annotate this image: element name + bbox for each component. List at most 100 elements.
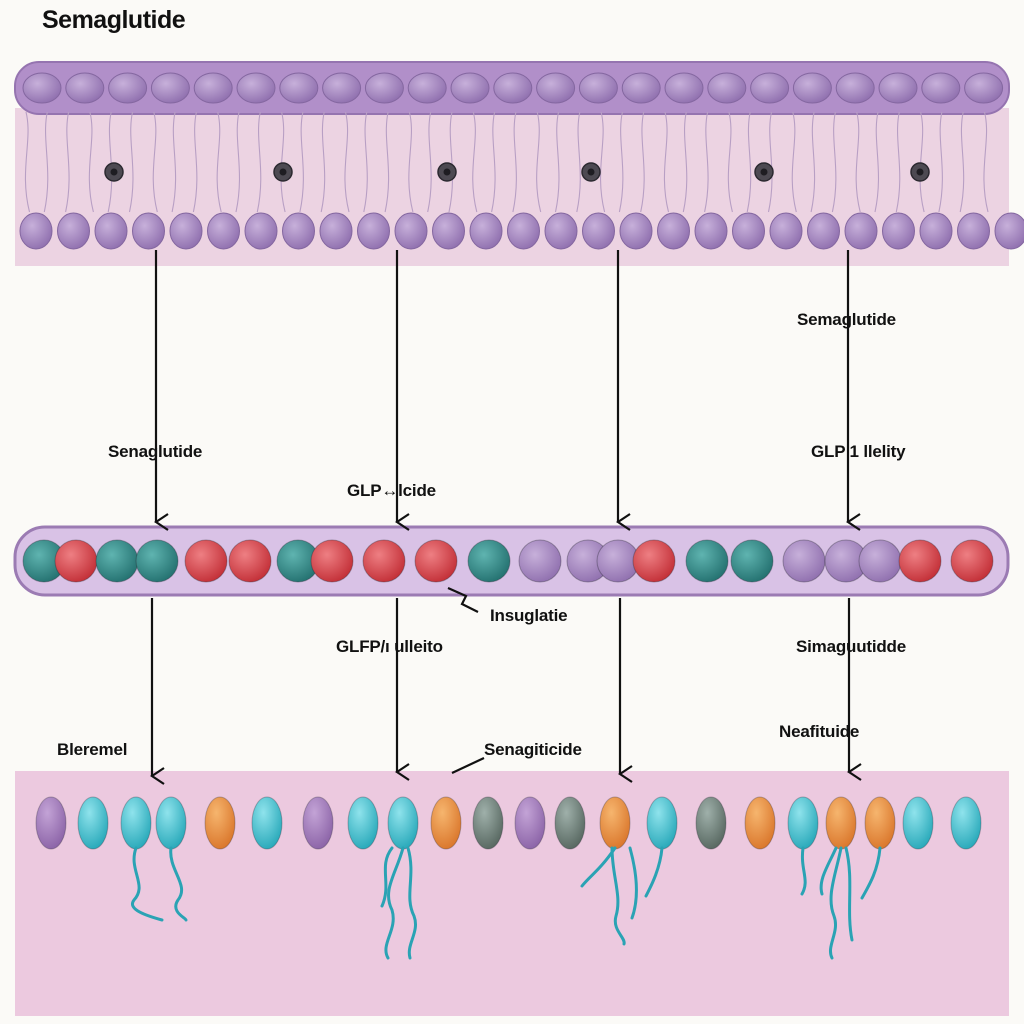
membrane-bead [450, 72, 490, 104]
label-arrow1-mid: Senaglutide [108, 442, 203, 461]
lipid-head [394, 212, 428, 250]
flagellum [860, 846, 882, 900]
lipid-tail [767, 111, 773, 213]
orange-cell [430, 796, 462, 850]
middle-band-molecules [22, 539, 994, 583]
lipid-tail [640, 111, 645, 213]
membrane-bead [407, 72, 447, 104]
orange-cell [744, 796, 776, 850]
lipid-tail [65, 111, 70, 213]
cyan-cell [251, 796, 283, 850]
membrane-bead [621, 72, 661, 104]
lipid-tail [472, 111, 478, 213]
membrane-bead [878, 72, 918, 104]
flagellum [380, 846, 394, 908]
diagram-title: Semaglutide [42, 6, 186, 34]
cyan-cell [120, 796, 152, 850]
membrane-bead [322, 72, 362, 104]
lipid-tail [491, 111, 496, 213]
cyan-cell [902, 796, 934, 850]
lipid-tail [216, 111, 222, 213]
gray-cell [472, 796, 504, 850]
lipid-head [994, 212, 1024, 250]
purple-molecule [518, 539, 562, 583]
label-arrow2-mid: GLP↔lcide [347, 481, 436, 500]
cyan-cell [387, 796, 419, 850]
lipid-tail [192, 111, 198, 213]
lipid-tail [152, 111, 158, 213]
lipid-tail [831, 111, 837, 213]
lipid-head [94, 212, 128, 250]
lipid-tail [427, 111, 432, 213]
receptor-dot-core [279, 168, 287, 176]
lipid-tail [107, 111, 113, 213]
membrane-bead [835, 72, 875, 104]
membrane-bead [108, 72, 148, 104]
membrane-bead [65, 72, 105, 104]
orange-cell [864, 796, 896, 850]
membrane-bead [964, 72, 1004, 104]
top-membrane-beads [22, 72, 1004, 104]
lipid-head [169, 212, 203, 250]
flagellum [384, 846, 405, 960]
receptor-dot-core [760, 168, 768, 176]
gray-cell [695, 796, 727, 850]
lipid-head [732, 212, 765, 250]
lipid-head [807, 212, 840, 250]
lipid-tail [554, 111, 560, 213]
receptor-dot-core [587, 168, 595, 176]
lipid-tail [235, 111, 241, 213]
red-molecule [898, 539, 942, 583]
flagellum [829, 846, 843, 960]
flagellum [644, 846, 664, 898]
lipid-tail [512, 111, 517, 213]
lipid-head [432, 212, 465, 250]
red-molecule [950, 539, 994, 583]
cyan-cell [347, 796, 379, 850]
lipid-tail [24, 111, 31, 213]
lipid-head [319, 212, 353, 250]
label-arrow2-low: GLFP/ı ulleito [336, 637, 443, 656]
lipid-tail [959, 111, 965, 213]
lipid-head [57, 212, 90, 250]
receptor-dot-core [110, 168, 118, 176]
receptor-dots [104, 162, 930, 182]
lipid-tail [171, 111, 177, 213]
lipid-tail [128, 111, 134, 213]
lipid-head [244, 212, 278, 250]
lipid-head [544, 212, 578, 250]
lipid-tail [983, 111, 989, 213]
lipid-head [844, 212, 878, 250]
membrane-bead [921, 72, 961, 104]
lipid-tail [874, 111, 880, 213]
membrane-bead [750, 72, 790, 104]
violet-cell [302, 796, 334, 850]
middle-cell-band [13, 525, 1010, 597]
lipid-head [469, 212, 503, 250]
lipid-tail [746, 111, 752, 213]
lipid-tail [344, 111, 350, 213]
lipid-head-beads [19, 212, 1024, 250]
gray-cell [554, 796, 586, 850]
flagellum [844, 846, 854, 942]
lipid-tail [704, 111, 709, 213]
label-bottom-center: Senagiticide [484, 740, 582, 759]
lipid-tail [536, 111, 542, 213]
red-molecule [310, 539, 354, 583]
flagellum [406, 846, 417, 960]
lipid-tail [576, 111, 581, 213]
membrane-bead [493, 72, 533, 104]
membrane-bead [707, 72, 747, 104]
red-molecule [362, 539, 406, 583]
lipid-head [619, 212, 653, 250]
orange-cell [599, 796, 631, 850]
lipid-tail [448, 111, 454, 213]
flagellum [628, 846, 638, 920]
lipid-tail [384, 111, 390, 213]
lipid-tail [363, 111, 368, 213]
lipid-tail [618, 111, 624, 213]
label-arrow4-top: Semaglutide [797, 310, 896, 329]
orange-cell [825, 796, 857, 850]
cyan-cell [155, 796, 187, 850]
flagellum [819, 846, 838, 896]
